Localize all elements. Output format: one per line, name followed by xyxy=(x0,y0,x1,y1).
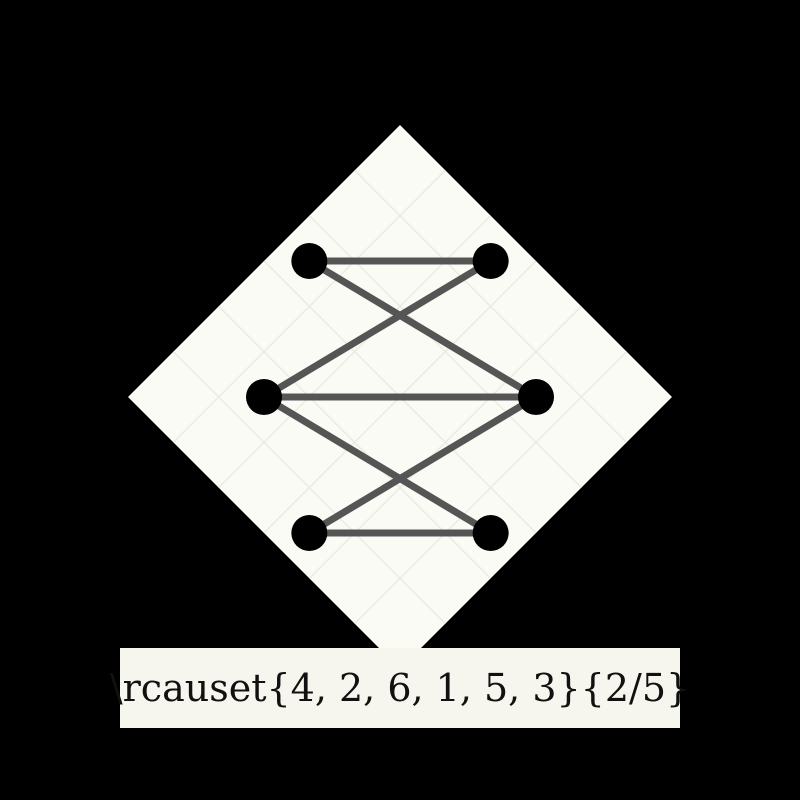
causet-element-4 xyxy=(291,243,328,279)
causal-links xyxy=(260,257,540,537)
causet-element-2 xyxy=(246,379,282,415)
causal-link-2-3 xyxy=(260,393,495,537)
causet-element-5 xyxy=(518,379,554,415)
causet-element-3 xyxy=(472,515,509,551)
causal-link-4-5 xyxy=(305,257,540,401)
grid-line-b-5 xyxy=(354,351,628,625)
causet-element-1 xyxy=(291,515,328,551)
causal-link-2-6 xyxy=(260,257,495,401)
caption-text: \rcauset{4, 2, 6, 1, 5, 3}{2/5} xyxy=(109,666,691,710)
causet-element-6 xyxy=(472,243,509,279)
caption-box: \rcauset{4, 2, 6, 1, 5, 3}{2/5} xyxy=(110,648,690,728)
causal-link-1-5 xyxy=(305,393,540,537)
causet-elements xyxy=(246,243,554,551)
